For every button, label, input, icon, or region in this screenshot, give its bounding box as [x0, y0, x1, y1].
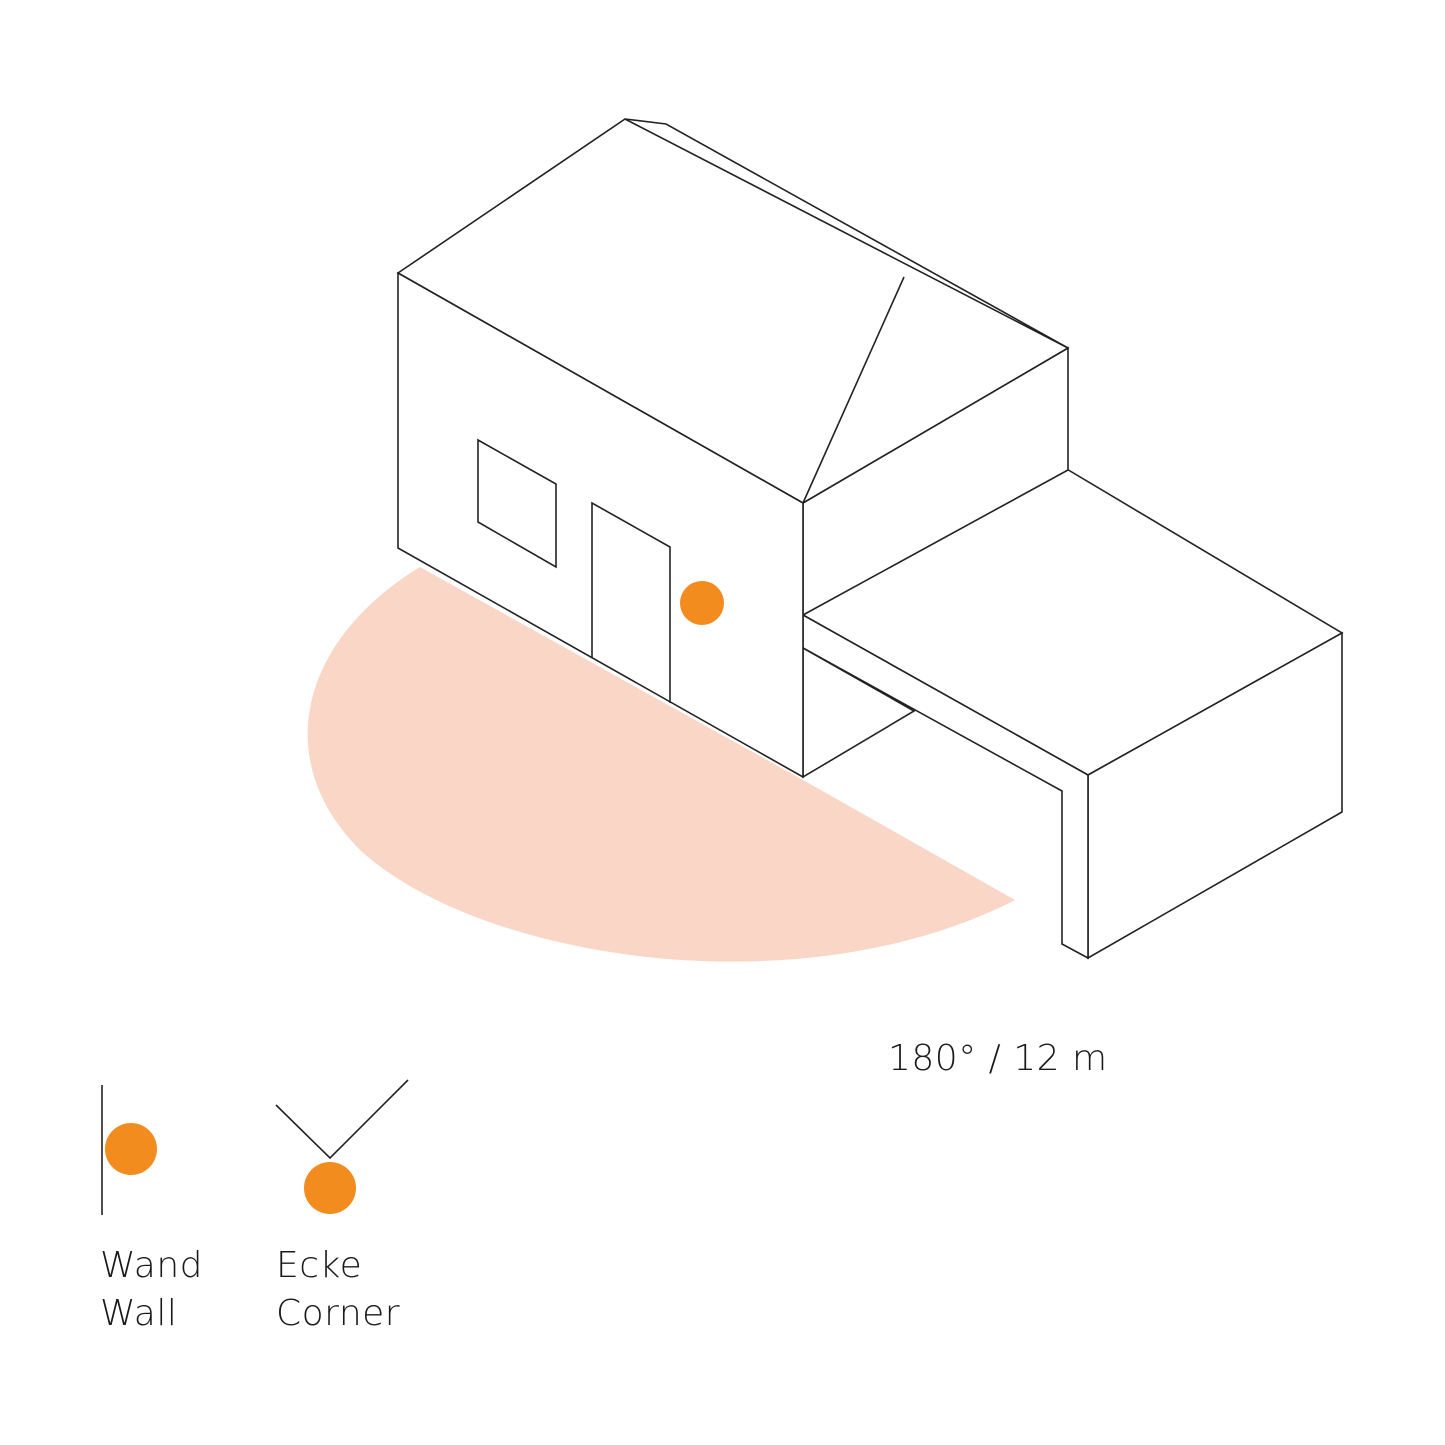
house — [396, 118, 1070, 779]
corner-label-english: Corner — [276, 1293, 401, 1334]
corner-label-german: Ecke — [276, 1245, 363, 1286]
sensor-dot — [680, 581, 724, 625]
door — [591, 501, 671, 703]
window — [477, 438, 557, 569]
detection-range-label: 180° / 12 m — [888, 1038, 1108, 1079]
wall-label-english: Wall — [100, 1293, 178, 1334]
detection-zone — [307, 567, 1015, 962]
garage — [801, 464, 1344, 960]
wall-label-german: Wand — [100, 1245, 204, 1286]
corner-mount-icon — [275, 1079, 409, 1214]
wall-mount-icon — [101, 1085, 157, 1215]
